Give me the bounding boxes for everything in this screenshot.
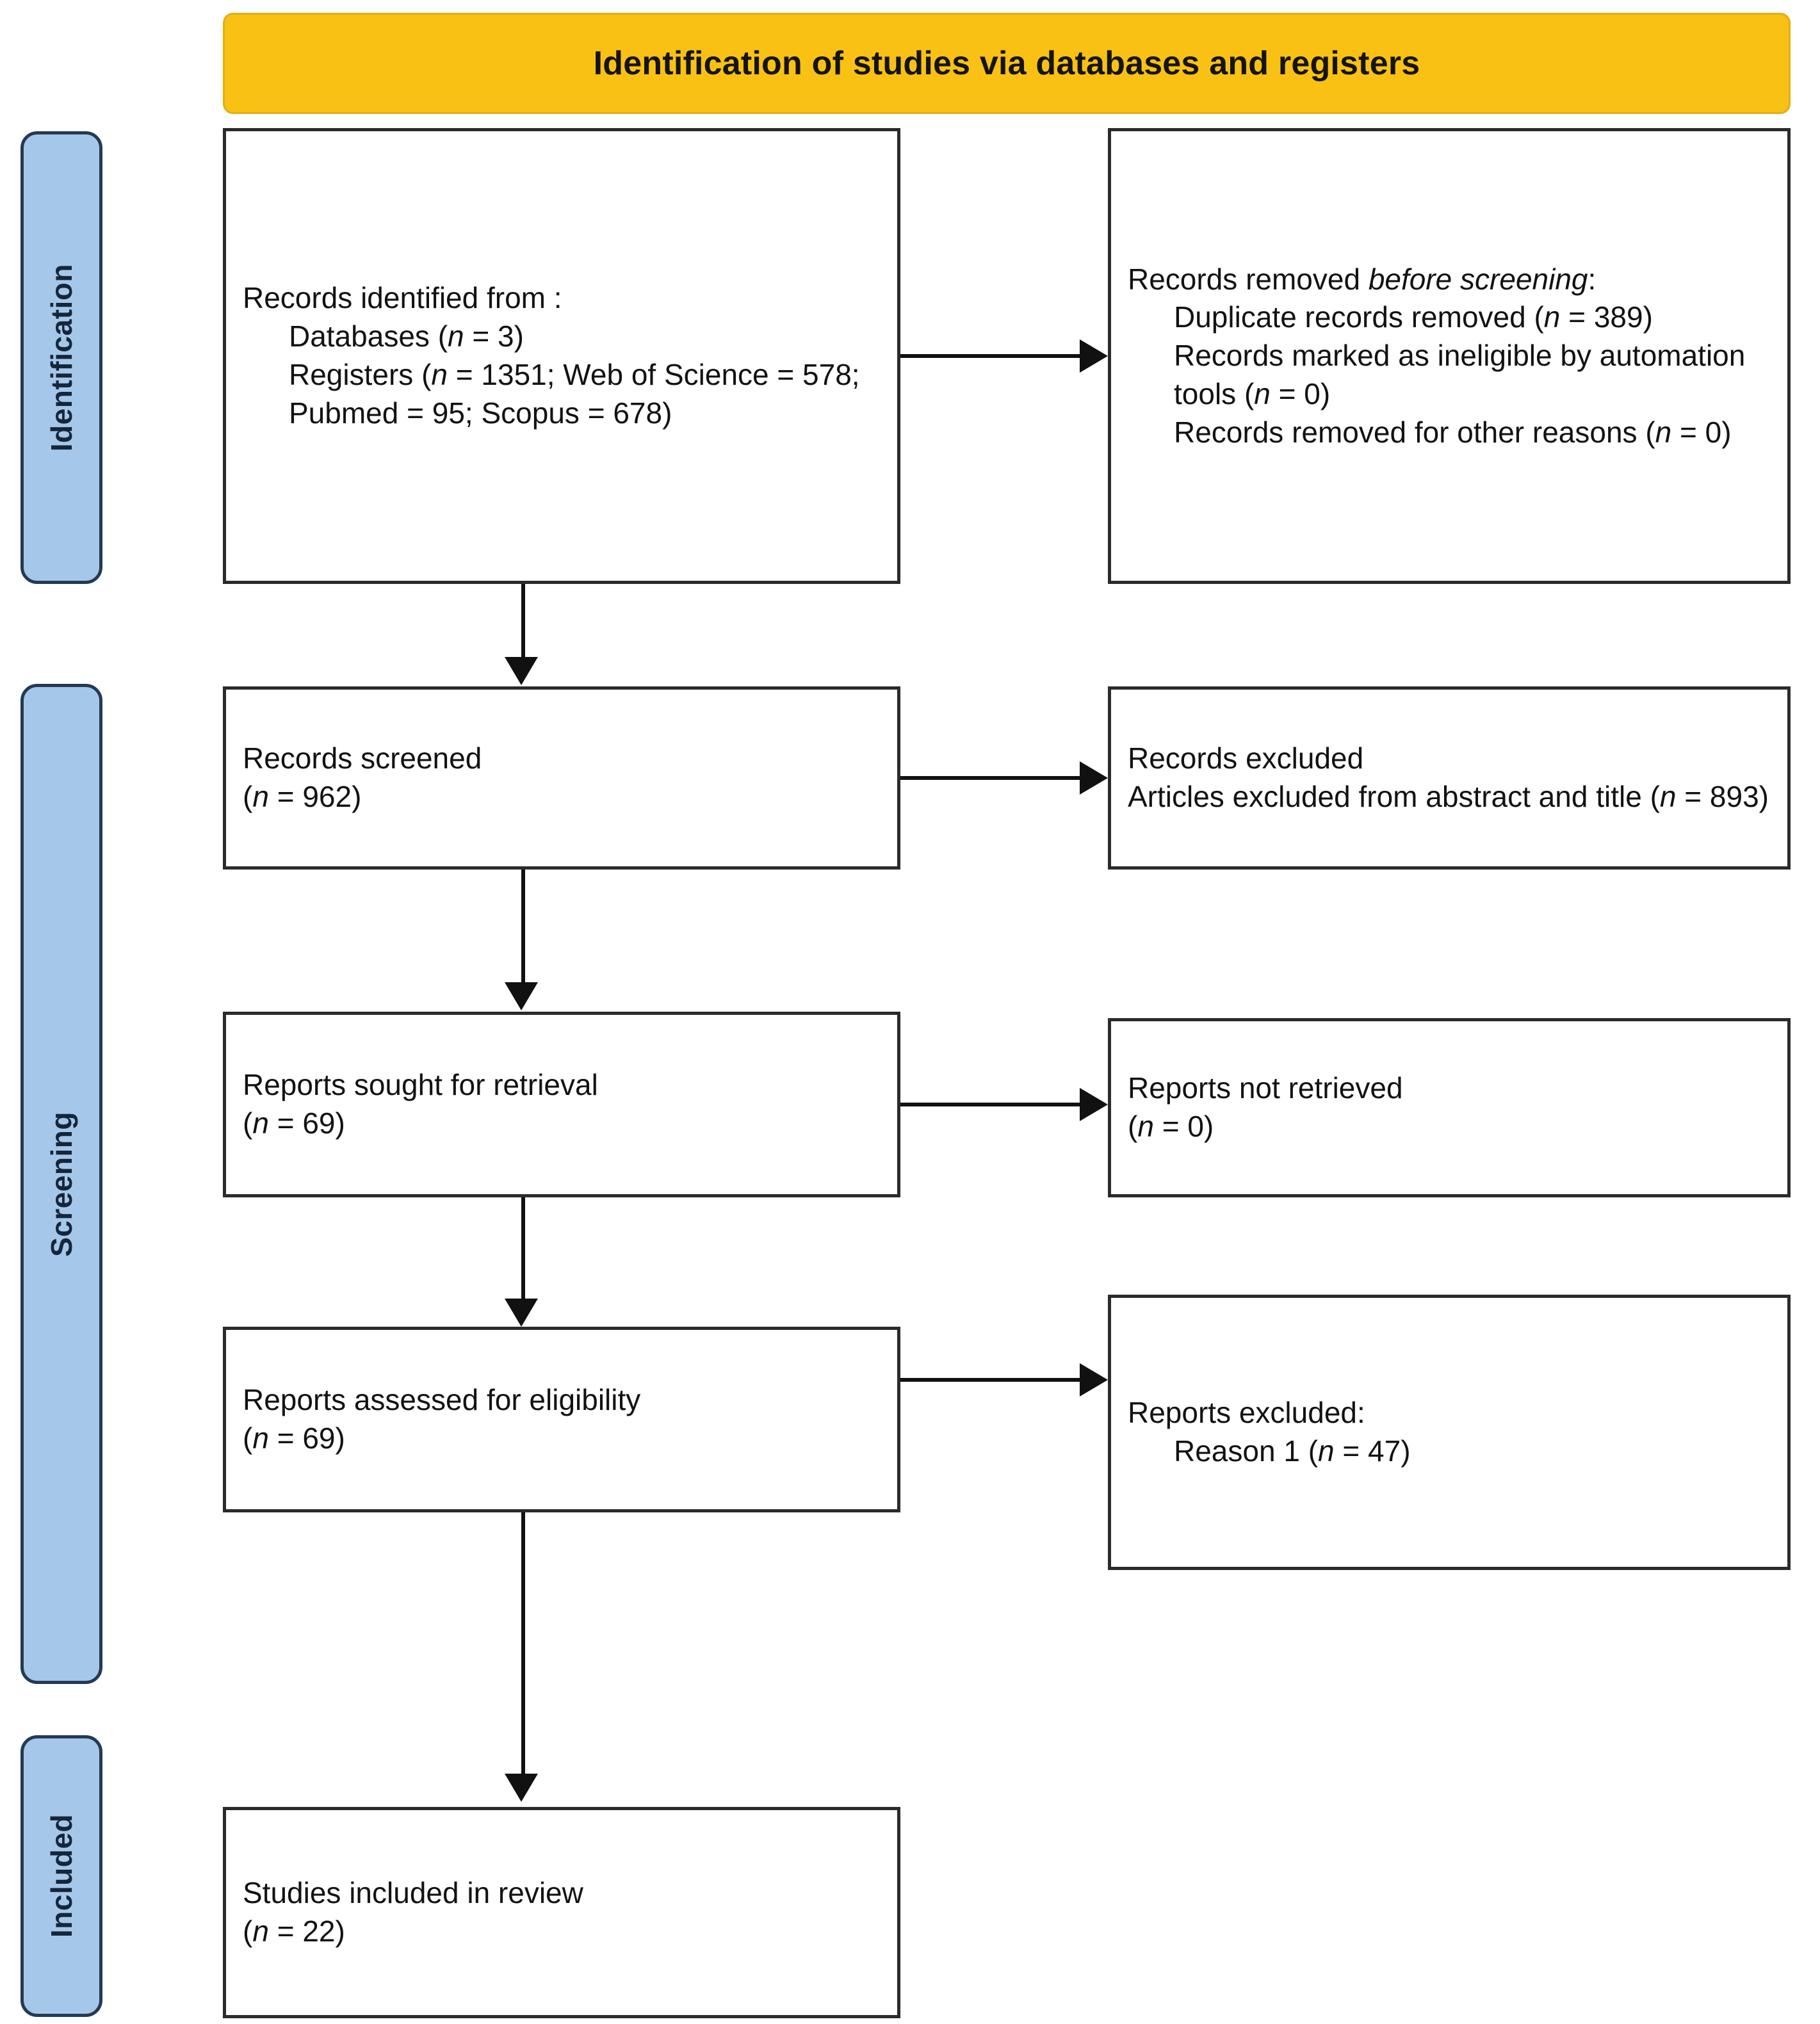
connector-line-sought-to-not-retrieved	[900, 1103, 1080, 1106]
records-removed-line-3: Records marked as ineligible by automati…	[1174, 339, 1746, 410]
connector-arrowhead-sought-to-not-retrieved	[1080, 1088, 1108, 1121]
connector-arrowhead-identified-to-removed	[1080, 339, 1108, 373]
connector-line-assessed-to-excluded	[900, 1378, 1080, 1382]
records-removed-line-1: Records removed before screening:	[1128, 262, 1597, 296]
connector-line-identified-to-screened	[521, 584, 525, 660]
italic-n: n	[1655, 415, 1672, 449]
box-records-excluded: Records excluded Articles excluded from …	[1108, 686, 1791, 870]
box-records-identified: Records identified from : Databases (n =…	[223, 128, 900, 584]
stage-bar-included: Included	[20, 1735, 102, 2017]
records-screened-line-2: (n = 962)	[243, 780, 362, 813]
italic-n: n	[252, 1106, 269, 1140]
records-excluded-line-1: Records excluded	[1128, 741, 1364, 775]
box-reports-sought: Reports sought for retrieval (n = 69)	[223, 1012, 900, 1197]
studies-included-line-1: Studies included in review	[243, 1876, 583, 1910]
italic-n: n	[431, 358, 448, 391]
connector-line-identified-to-removed	[900, 354, 1080, 358]
box-records-screened: Records screened (n = 962)	[223, 686, 900, 870]
records-identified-line-1: Records identified from :	[243, 281, 562, 315]
stage-label-screening: Screening	[45, 1111, 78, 1257]
reports-assessed-line-2: (n = 69)	[243, 1421, 345, 1455]
italic-n: n	[252, 1915, 269, 1948]
studies-included-line-2: (n = 22)	[243, 1915, 345, 1948]
box-records-removed: Records removed before screening: Duplic…	[1108, 128, 1791, 584]
emphasis-before-screening: before screening	[1368, 262, 1588, 296]
reports-not-retrieved-line-2: (n = 0)	[1128, 1110, 1214, 1143]
connector-arrowhead-identified-to-screened	[505, 657, 538, 685]
reports-not-retrieved-line-1: Reports not retrieved	[1128, 1071, 1403, 1105]
connector-line-sought-to-assessed	[521, 1197, 525, 1301]
reports-excluded-line-2: Reason 1 (n = 47)	[1174, 1434, 1411, 1468]
reports-assessed-line-1: Reports assessed for eligibility	[243, 1383, 641, 1417]
box-reports-not-retrieved: Reports not retrieved (n = 0)	[1108, 1018, 1791, 1197]
italic-n: n	[1318, 1434, 1335, 1468]
italic-n: n	[1659, 780, 1677, 813]
records-identified-line-2: Databases (n = 3)	[289, 320, 524, 353]
italic-n: n	[1254, 376, 1271, 410]
reports-excluded-line-1: Reports excluded:	[1128, 1396, 1365, 1430]
records-screened-line-1: Records screened	[243, 741, 482, 775]
italic-n: n	[252, 1421, 269, 1455]
italic-n: n	[448, 320, 464, 353]
italic-n: n	[1137, 1110, 1154, 1143]
italic-n: n	[1543, 300, 1561, 334]
records-removed-line-4: Records removed for other reasons (n = 0…	[1174, 415, 1732, 449]
box-reports-assessed: Reports assessed for eligibility (n = 69…	[223, 1327, 900, 1512]
reports-sought-line-1: Reports sought for retrieval	[243, 1068, 598, 1102]
italic-n: n	[252, 780, 269, 813]
records-excluded-line-2: Articles excluded from abstract and titl…	[1128, 780, 1769, 813]
diagram-header-banner: Identification of studies via databases …	[223, 13, 1791, 114]
stage-label-identification: Identification	[45, 263, 78, 452]
connector-arrowhead-screened-to-sought	[505, 982, 538, 1010]
stage-label-included: Included	[45, 1814, 78, 1938]
stage-bar-identification: Identification	[20, 131, 102, 584]
stage-bar-screening: Screening	[20, 684, 102, 1684]
reports-sought-line-2: (n = 69)	[243, 1106, 345, 1140]
connector-line-screened-to-sought	[521, 870, 525, 985]
box-studies-included: Studies included in review (n = 22)	[223, 1807, 900, 2018]
connector-arrowhead-assessed-to-excluded	[1080, 1363, 1108, 1397]
connector-arrowhead-screened-to-excluded	[1080, 761, 1108, 795]
records-removed-line-2: Duplicate records removed (n = 389)	[1174, 300, 1653, 334]
connector-arrowhead-assessed-to-included	[505, 1774, 538, 1802]
box-reports-excluded: Reports excluded: Reason 1 (n = 47)	[1108, 1295, 1791, 1570]
records-identified-line-3: Registers (n = 1351; Web of Science = 57…	[289, 358, 860, 430]
diagram-title: Identification of studies via databases …	[593, 45, 1420, 82]
connector-line-screened-to-excluded	[900, 776, 1080, 780]
connector-arrowhead-sought-to-assessed	[505, 1299, 538, 1327]
connector-line-assessed-to-included	[521, 1512, 525, 1776]
